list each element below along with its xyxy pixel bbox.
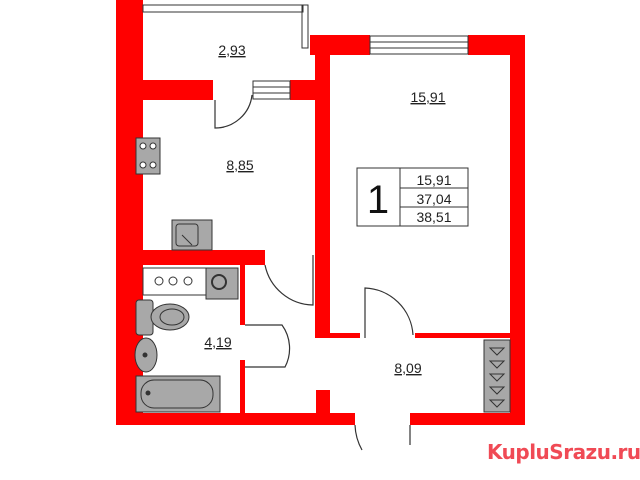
washbasin-icon (134, 337, 158, 373)
toilet-icon (135, 299, 190, 336)
rooms-count: 1 (367, 178, 389, 222)
walls (116, 0, 525, 425)
doors (214, 94, 414, 451)
total-area: 37,04 (416, 191, 451, 207)
bathroom-area: 4,19 (204, 334, 231, 350)
hallway-area: 8,09 (394, 360, 421, 376)
radiator-icon (483, 339, 511, 413)
stove-icon (135, 137, 161, 175)
bathtub-icon (135, 375, 221, 413)
washing-machine-icon (205, 267, 239, 300)
living-room-area: 15,91 (410, 89, 445, 105)
kitchen-area: 8,85 (226, 157, 253, 173)
living-area: 15,91 (416, 172, 451, 188)
room-door (364, 287, 414, 338)
balcony-railing (142, 4, 309, 49)
kitchen-door (264, 255, 314, 306)
area-legend: 1 15,91 37,04 38,51 (356, 167, 469, 227)
balcony-area: 2,93 (218, 42, 245, 58)
counter-icon (142, 267, 208, 296)
watermark-logo: KupluSrazu.ru (487, 440, 640, 464)
room-labels: 2,93 15,91 8,85 4,19 8,09 (204, 42, 445, 376)
sink-icon (171, 219, 213, 251)
balcony-door (214, 94, 253, 129)
entrance-door (354, 424, 411, 451)
fixtures (134, 137, 511, 413)
total-area-with-balcony: 38,51 (416, 209, 451, 225)
bathroom-door (245, 324, 291, 368)
windows (252, 35, 469, 100)
